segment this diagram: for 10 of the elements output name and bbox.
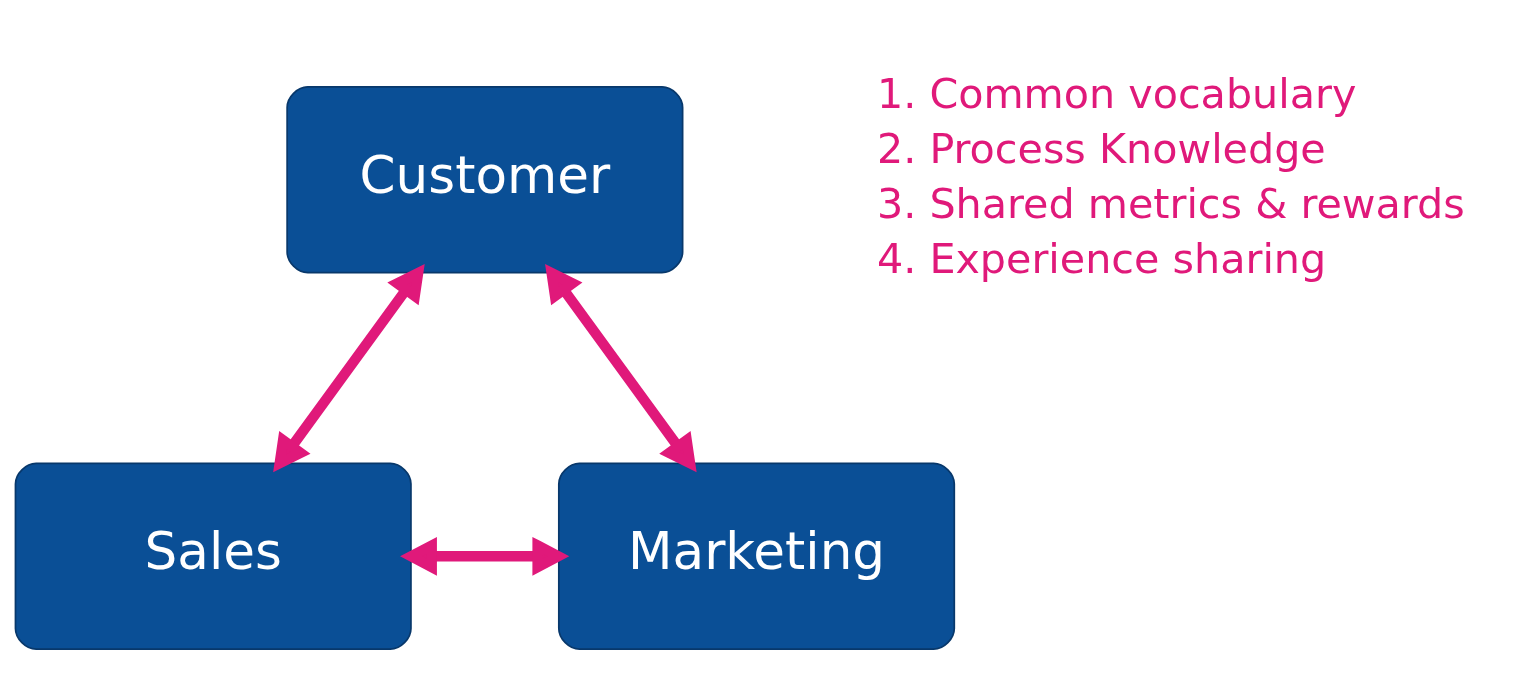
label: 3. Shared metrics & rewards: [876, 179, 1465, 228]
arrow: [273, 264, 425, 473]
node-box: Sales: [14, 462, 412, 650]
node-box: Marketing: [557, 462, 956, 650]
label: 1. Common vocabulary: [876, 69, 1357, 118]
node-box: Customer: [286, 86, 684, 274]
arrow: [545, 264, 697, 473]
label: 4. Experience sharing: [876, 234, 1327, 283]
label: 2. Process Knowledge: [876, 124, 1326, 173]
arrow: [400, 536, 570, 576]
